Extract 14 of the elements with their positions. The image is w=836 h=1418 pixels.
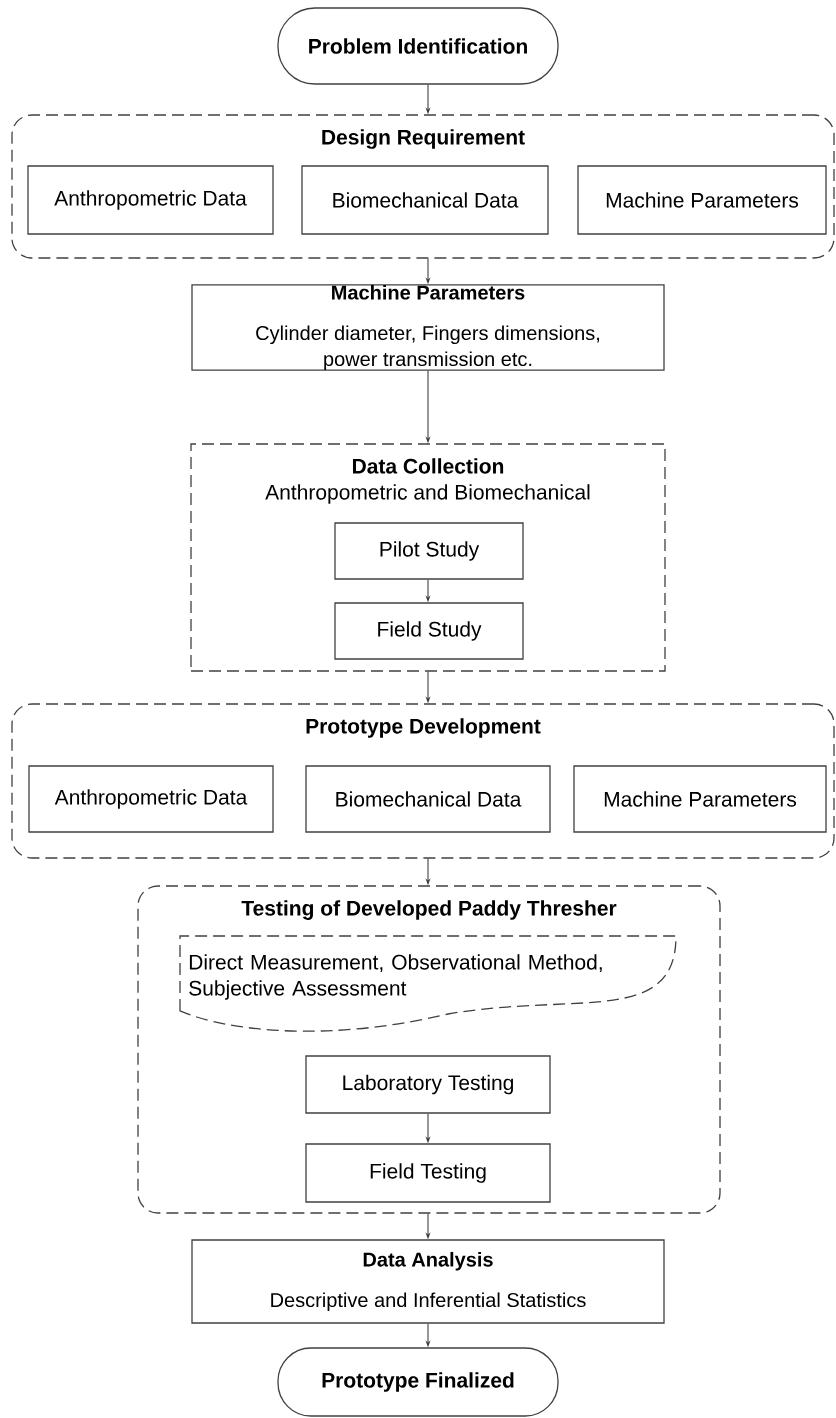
process-box: Field Study <box>334 602 524 660</box>
process-box: Anthropometric Data <box>28 765 274 833</box>
process-box: Machine Parameters <box>573 765 827 833</box>
process-box: Laboratory Testing <box>305 1055 551 1114</box>
process-box: Pilot Study <box>334 522 524 580</box>
terminal-box: Problem Identification <box>277 7 559 85</box>
process-box: Anthropometric Data <box>27 165 274 235</box>
process-box: Data Analysis Descriptive and Inferential Statistics <box>191 1239 665 1324</box>
process-box: Biomechanical Data <box>305 765 551 833</box>
process-box: Machine Parameters <box>577 165 827 235</box>
process-box: Machine Parameters Cylinder diameter, Fingers dimensions, power transmission etc. <box>191 284 665 371</box>
terminal-box: Prototype Finalized <box>277 1347 559 1417</box>
process-box: Biomechanical Data <box>301 165 549 235</box>
process-box: Field Testing <box>305 1143 551 1203</box>
